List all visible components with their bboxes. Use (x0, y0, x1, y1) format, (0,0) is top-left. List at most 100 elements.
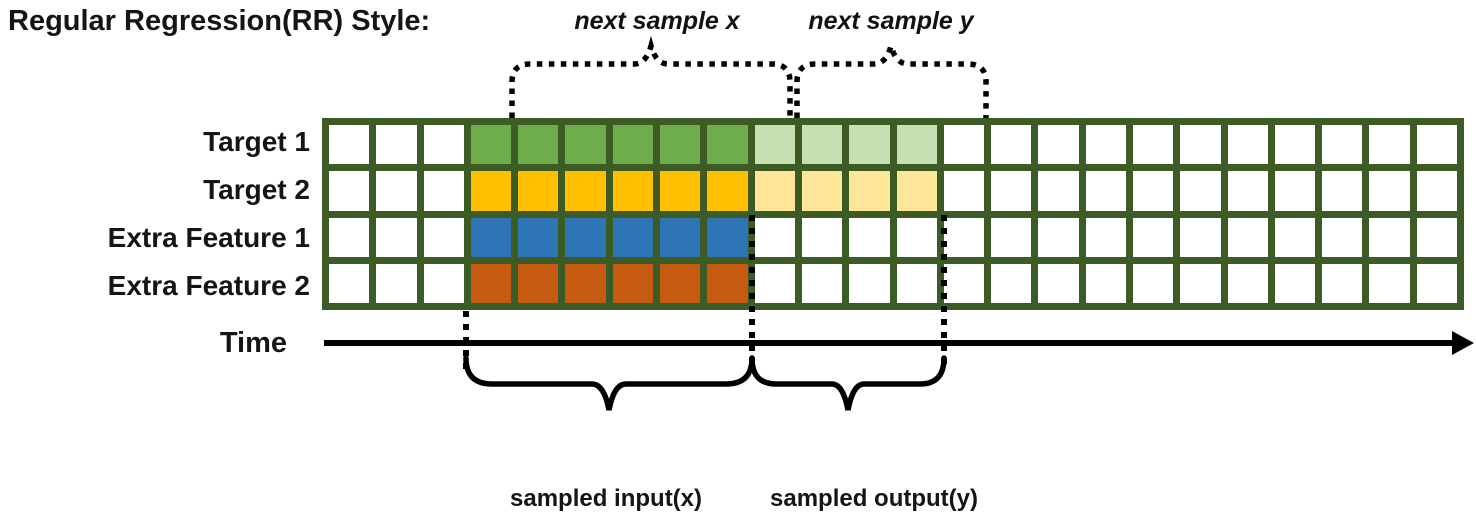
grid-cell (1322, 171, 1363, 211)
grid-cell (1038, 217, 1079, 257)
grid-cell (423, 171, 464, 211)
next-sample-y-brace (794, 35, 989, 118)
grid-cell (849, 217, 890, 257)
grid-cell (1132, 217, 1174, 257)
grid-cell (754, 125, 795, 165)
grid-cell (849, 125, 890, 165)
grid-cell (329, 125, 370, 165)
row-label-extra-feature-2: Extra Feature 2 (107, 270, 310, 301)
grid-cell (565, 171, 606, 211)
grid-cell (1085, 263, 1126, 303)
time-axis-arrowhead (1452, 331, 1474, 355)
sampled-input-brace (463, 355, 755, 411)
grid-cell (801, 171, 843, 211)
grid-cell (943, 171, 985, 211)
grid-cell (612, 125, 654, 165)
grid-cell (565, 125, 606, 165)
grid-cell (376, 217, 417, 257)
grid-cell (470, 217, 512, 257)
row-label-target-1: Target 1 (203, 126, 310, 157)
grid-cell (1274, 125, 1316, 165)
grid-cell (612, 217, 654, 257)
grid-cell (518, 171, 559, 211)
grid-cell (612, 263, 654, 303)
grid-cell (1274, 217, 1316, 257)
grid-cell (1085, 171, 1126, 211)
grid-cell (1274, 171, 1316, 211)
grid-cell (991, 263, 1032, 303)
grid-cell (423, 217, 464, 257)
grid-cell (518, 263, 559, 303)
grid-cell (896, 263, 937, 303)
grid-cell (660, 217, 701, 257)
grid-cell (943, 125, 985, 165)
grid-cell (660, 125, 701, 165)
grid-cell (329, 171, 370, 211)
grid-cell (1132, 171, 1174, 211)
grid-cell (1132, 125, 1174, 165)
grid-cell (896, 171, 937, 211)
grid-cell (896, 125, 937, 165)
grid-cell (1322, 217, 1363, 257)
grid-cell (423, 263, 464, 303)
grid-cell (423, 125, 464, 165)
grid-cell (1322, 125, 1363, 165)
grid-cell (754, 171, 795, 211)
grid-cell (801, 217, 843, 257)
grid-cell (707, 217, 748, 257)
grid-cell (1085, 125, 1126, 165)
grid-cell (660, 171, 701, 211)
grid-cell (1227, 263, 1268, 303)
grid-cell (801, 125, 843, 165)
grid-cell (754, 263, 795, 303)
diagram-title: Regular Regression(RR) Style: (8, 5, 431, 37)
grid-cell (1274, 263, 1316, 303)
grid-cell (1416, 263, 1457, 303)
grid-cell (660, 263, 701, 303)
row-label-extra-feature-1: Extra Feature 1 (107, 222, 310, 253)
grid-cell (849, 171, 890, 211)
next-sample-y-label: next sample y (808, 7, 974, 35)
grid-cell (801, 263, 843, 303)
grid-cell (1322, 263, 1363, 303)
sampled-output-brace (749, 355, 947, 411)
grid-cell (565, 217, 606, 257)
grid-cell (329, 263, 370, 303)
time-axis-label: Time (219, 327, 287, 359)
grid-cell (707, 263, 748, 303)
grid-cell (1416, 171, 1457, 211)
grid-cell (1369, 125, 1410, 165)
sample-grid (322, 118, 1464, 310)
grid-cell (1369, 217, 1410, 257)
grid-cell (1416, 125, 1457, 165)
grid-cell (896, 217, 937, 257)
sampled-input-title: sampled input(x) (510, 485, 703, 512)
grid-cell (1180, 263, 1221, 303)
grid-cell (470, 171, 512, 211)
grid-cell (1227, 217, 1268, 257)
grid-cell (991, 171, 1032, 211)
grid-cell (1132, 263, 1174, 303)
grid-cell (376, 263, 417, 303)
next-sample-x-label: next sample x (574, 7, 740, 35)
sampled-input-caption: sampled input(x) lookback=6 input_featur… (510, 421, 753, 516)
grid-cell (470, 125, 512, 165)
grid-cell (518, 125, 559, 165)
grid-cell (1180, 171, 1221, 211)
grid-cell (470, 263, 512, 303)
grid-cell (943, 217, 985, 257)
grid-cell (754, 217, 795, 257)
grid-cell (376, 125, 417, 165)
grid-cell (518, 217, 559, 257)
grid-cell (1369, 263, 1410, 303)
grid-cell (1369, 171, 1410, 211)
sampled-output-caption: sampled output(y) horizon=4 output_featu… (770, 421, 1029, 516)
grid-cell (565, 263, 606, 303)
grid-cell (849, 263, 890, 303)
grid-cell (707, 171, 748, 211)
grid-cell (1038, 171, 1079, 211)
grid-cell (1227, 171, 1268, 211)
grid-cell (1227, 125, 1268, 165)
grid-cell (943, 263, 985, 303)
next-sample-x-brace (509, 35, 793, 118)
